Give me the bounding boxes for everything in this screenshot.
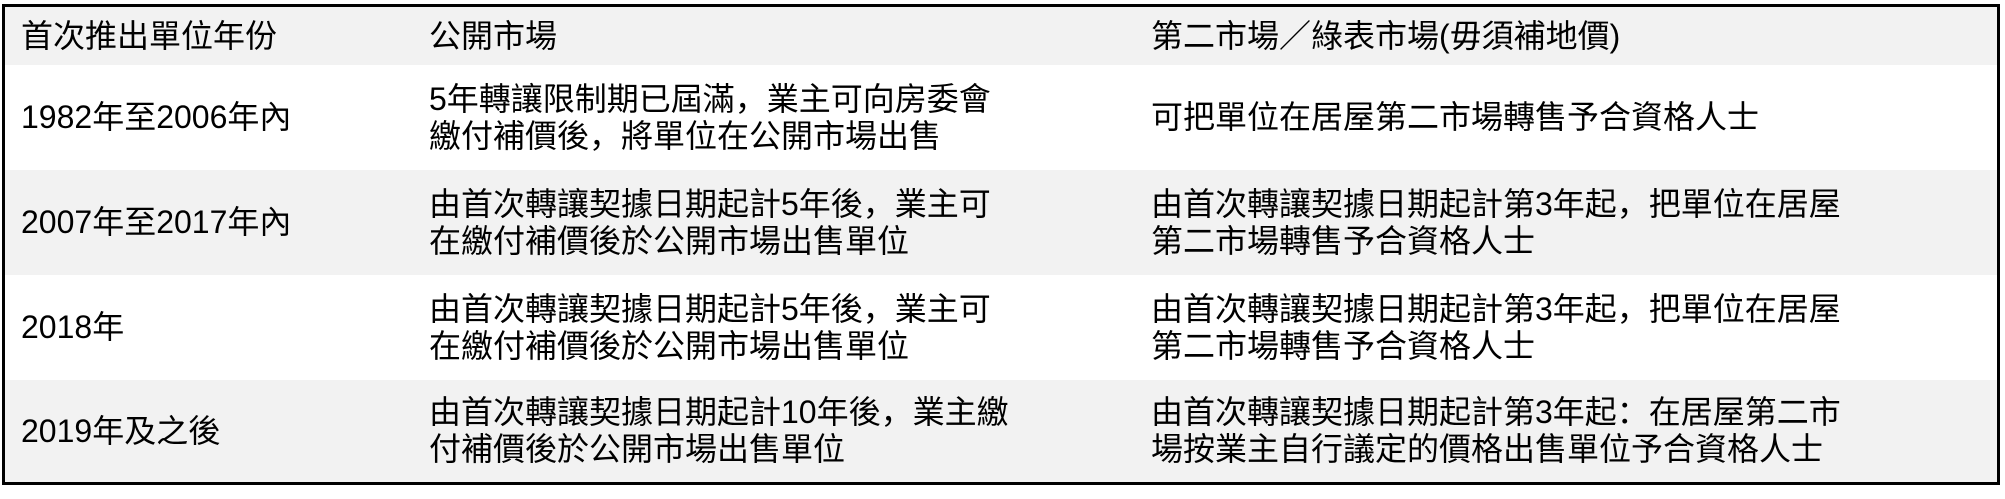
resale-rules-table: 首次推出單位年份 公開市場 第二市場／綠表市場(毋須補地價) 1982年至200… [2, 4, 2000, 485]
cell-line: 在繳付補價後於公開市場出售單位 [429, 327, 910, 364]
cell-line: 由首次轉讓契據日期起計10年後，業主繳 [429, 394, 1009, 430]
cell-line: 第二市場轉售予合資格人士 [1151, 222, 1536, 259]
open-market-cell: 由首次轉讓契據日期起計5年後，業主可 在繳付補價後於公開市場出售單位 [429, 170, 1139, 275]
cell-line: 5年轉讓限制期已屆滿，業主可向房委會 [429, 80, 991, 117]
year-cell: 2007年至2017年內 [21, 204, 292, 240]
year-cell: 2018年 [21, 309, 125, 345]
table-row: 2018年 由首次轉讓契據日期起計5年後，業主可 在繳付補價後於公開市場出售單位… [5, 275, 1997, 380]
cell-line: 由首次轉讓契據日期起計第3年起，把單位在居屋 [1151, 290, 1841, 327]
cell-line: 由首次轉讓契據日期起計第3年起，把單位在居屋 [1151, 185, 1841, 222]
cell-line: 由首次轉讓契據日期起計5年後，業主可 [429, 290, 991, 327]
header-open-market: 公開市場 [429, 17, 558, 54]
year-cell: 2019年及之後 [21, 412, 221, 449]
cell-line: 可把單位在居屋第二市場轉售予合資格人士 [1151, 99, 1760, 135]
cell-line: 在繳付補價後於公開市場出售單位 [429, 222, 910, 259]
open-market-cell: 由首次轉讓契據日期起計5年後，業主可 在繳付補價後於公開市場出售單位 [429, 275, 1139, 380]
cell-line: 由首次轉讓契據日期起計第3年起：在居屋第二市 [1151, 394, 1841, 430]
open-market-cell: 由首次轉讓契據日期起計10年後，業主繳 付補價後於公開市場出售單位 [429, 380, 1139, 482]
cell-line: 由首次轉讓契據日期起計5年後，業主可 [429, 185, 991, 222]
cell-line: 第二市場轉售予合資格人士 [1151, 327, 1536, 364]
cell-line: 繳付補價後，將單位在公開市場出售 [429, 117, 942, 154]
table-header-row: 首次推出單位年份 公開市場 第二市場／綠表市場(毋須補地價) [5, 7, 1997, 65]
year-cell: 1982年至2006年內 [21, 99, 292, 135]
table-row: 2019年及之後 由首次轉讓契據日期起計10年後，業主繳 付補價後於公開市場出售… [5, 380, 1997, 482]
cell-line: 場按業主自行議定的價格出售單位予合資格人士 [1151, 431, 1824, 467]
table-row: 2007年至2017年內 由首次轉讓契據日期起計5年後，業主可 在繳付補價後於公… [5, 170, 1997, 275]
secondary-market-cell: 可把單位在居屋第二市場轉售予合資格人士 [1151, 65, 1991, 170]
header-secondary-market: 第二市場／綠表市場(毋須補地價) [1151, 17, 1621, 54]
table-row: 1982年至2006年內 5年轉讓限制期已屆滿，業主可向房委會 繳付補價後，將單… [5, 65, 1997, 170]
secondary-market-cell: 由首次轉讓契據日期起計第3年起，把單位在居屋 第二市場轉售予合資格人士 [1151, 170, 1991, 275]
header-year: 首次推出單位年份 [21, 17, 278, 54]
open-market-cell: 5年轉讓限制期已屆滿，業主可向房委會 繳付補價後，將單位在公開市場出售 [429, 65, 1139, 170]
cell-line: 付補價後於公開市場出售單位 [429, 431, 846, 467]
secondary-market-cell: 由首次轉讓契據日期起計第3年起，把單位在居屋 第二市場轉售予合資格人士 [1151, 275, 1991, 380]
secondary-market-cell: 由首次轉讓契據日期起計第3年起：在居屋第二市 場按業主自行議定的價格出售單位予合… [1151, 380, 1991, 482]
